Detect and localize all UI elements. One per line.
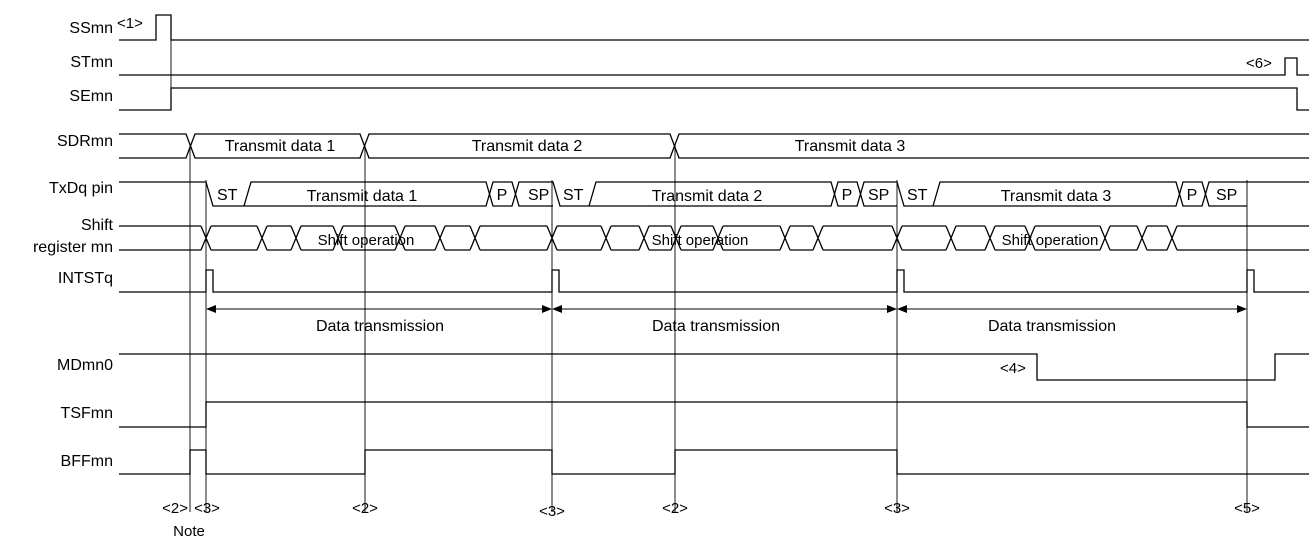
shift-label-1: Shift operation bbox=[318, 232, 415, 249]
txd-parity-1: P bbox=[497, 187, 508, 204]
txd-frame-1: Transmit data 1 bbox=[307, 188, 418, 205]
reference-lines bbox=[170, 18, 1248, 512]
shift-label-3: Shift operation bbox=[1002, 232, 1099, 249]
transmission-label-1: Data transmission bbox=[316, 318, 444, 335]
shift-register-trace bbox=[119, 225, 1309, 251]
txd-start-2: ST bbox=[563, 187, 584, 204]
bffmn-trace bbox=[119, 449, 1309, 475]
signal-labels: SSmn STmn SEmn SDRmn TxDq pin Shift regi… bbox=[33, 20, 114, 470]
marker-5: <5> bbox=[1234, 500, 1260, 517]
signal-label-stmn: STmn bbox=[70, 54, 113, 71]
txdq-waveform: ST Transmit data 1 P SP ST Transmit data… bbox=[119, 181, 1309, 207]
sdr-segment-2: Transmit data 2 bbox=[472, 138, 583, 155]
sdrmn-trace bbox=[119, 133, 1309, 159]
signal-label-ssmn: SSmn bbox=[69, 20, 113, 37]
txdq-trace bbox=[119, 181, 1309, 207]
signal-label-sdrmn: SDRmn bbox=[57, 133, 113, 150]
shift-register-waveform: Shift operation Shift operation Shift op… bbox=[119, 225, 1309, 251]
mdmn0-waveform: <4> bbox=[119, 353, 1309, 381]
transmission-arrows: Data transmission Data transmission Data… bbox=[206, 305, 1247, 335]
txdq-trace-low bbox=[244, 181, 1247, 207]
txd-start-3: ST bbox=[907, 187, 928, 204]
signal-label-intstq: INTSTq bbox=[58, 270, 113, 287]
signal-label-shift-1: Shift bbox=[81, 217, 114, 234]
marker-3-third: <3> bbox=[884, 500, 910, 517]
signal-label-tsfmn: TSFmn bbox=[61, 405, 113, 422]
transmission-label-2: Data transmission bbox=[652, 318, 780, 335]
stmn-waveform: <6> bbox=[119, 55, 1309, 76]
signal-label-shift-2: register mn bbox=[33, 239, 113, 256]
marker-4: <4> bbox=[1000, 360, 1026, 377]
sdr-segment-1: Transmit data 1 bbox=[225, 138, 336, 155]
signal-label-mdmn0: MDmn0 bbox=[57, 357, 113, 374]
marker-3-second: <3> bbox=[539, 503, 565, 520]
txd-parity-2: P bbox=[842, 187, 853, 204]
bffmn-waveform bbox=[119, 449, 1309, 475]
signal-label-txdq: TxDq pin bbox=[49, 180, 113, 197]
ssmn-trace bbox=[119, 14, 1309, 41]
bottom-markers: <2> <3> Note <2> <3> <2> <3> <5> bbox=[162, 500, 1260, 540]
txd-start-1: ST bbox=[217, 187, 238, 204]
note-label: Note bbox=[173, 523, 205, 540]
marker-6: <6> bbox=[1246, 55, 1272, 72]
tsfmn-trace bbox=[119, 401, 1309, 428]
txd-parity-3: P bbox=[1187, 187, 1198, 204]
txd-stop-2: SP bbox=[868, 187, 889, 204]
stmn-trace bbox=[119, 57, 1309, 76]
semn-waveform bbox=[119, 87, 1309, 111]
marker-3-first: <3> bbox=[194, 500, 220, 517]
intstq-trace bbox=[119, 269, 1309, 293]
txd-stop-3: SP bbox=[1216, 187, 1237, 204]
transmission-label-3: Data transmission bbox=[988, 318, 1116, 335]
shift-label-2: Shift operation bbox=[652, 232, 749, 249]
txd-stop-1: SP bbox=[528, 187, 549, 204]
ssmn-waveform: <1> bbox=[117, 14, 1309, 41]
semn-trace bbox=[119, 87, 1309, 111]
marker-1: <1> bbox=[117, 15, 143, 32]
signal-label-semn: SEmn bbox=[69, 88, 113, 105]
tsfmn-waveform bbox=[119, 401, 1309, 428]
signal-label-bffmn: BFFmn bbox=[61, 453, 113, 470]
intstq-waveform bbox=[119, 269, 1309, 293]
marker-2-third: <2> bbox=[662, 500, 688, 517]
txd-frame-3: Transmit data 3 bbox=[1001, 188, 1112, 205]
sdrmn-waveform: Transmit data 1 Transmit data 2 Transmit… bbox=[119, 133, 1309, 159]
marker-2-first: <2> bbox=[162, 500, 188, 517]
txd-frame-2: Transmit data 2 bbox=[652, 188, 763, 205]
marker-2-second: <2> bbox=[352, 500, 378, 517]
sdr-segment-3: Transmit data 3 bbox=[795, 138, 906, 155]
mdmn0-trace bbox=[119, 353, 1309, 381]
